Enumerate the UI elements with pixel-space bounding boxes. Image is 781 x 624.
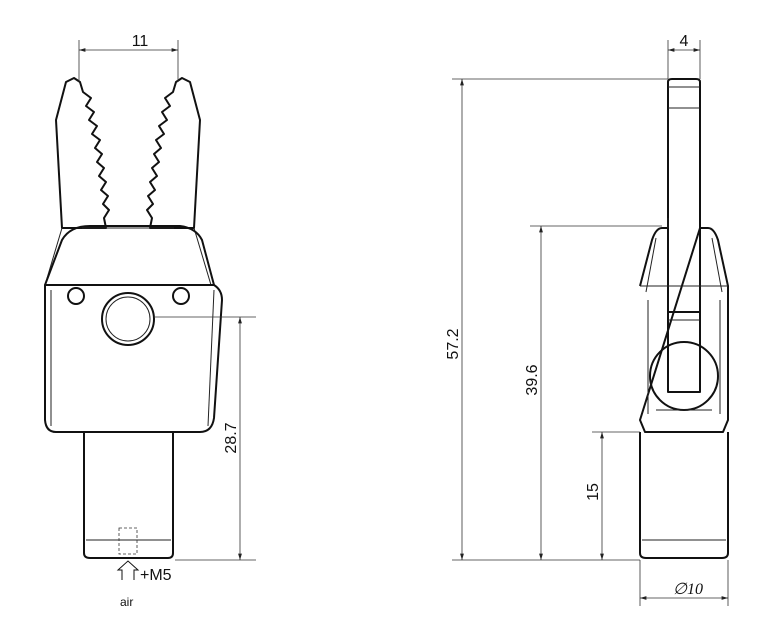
front-view <box>44 77 223 580</box>
dim-jaw-opening: 11 <box>132 33 149 50</box>
air-port-hidden <box>118 527 138 555</box>
right-jaw <box>146 77 201 229</box>
pivot-pin-outer <box>101 292 155 346</box>
side-view <box>639 78 729 559</box>
dim-jaw-thickness: 4 <box>680 33 689 50</box>
side-shank <box>639 432 729 559</box>
left-jaw <box>55 77 110 229</box>
dim-overall-length: 57.2 <box>445 328 462 359</box>
dim-pivot-height: 28.7 <box>223 422 240 453</box>
jaw-bar <box>667 78 701 313</box>
shank <box>83 432 174 559</box>
air-port-thread: +M5 <box>140 567 172 584</box>
dim-shank-length: 15 <box>585 483 602 501</box>
side-dimensions <box>452 40 729 606</box>
mounting-hole-left <box>67 287 85 305</box>
front-dimensions <box>78 40 256 561</box>
gripper-body <box>44 284 223 433</box>
side-body <box>639 227 729 433</box>
pivot-pin-inner <box>105 296 151 342</box>
air-port-medium: air <box>120 595 133 609</box>
body-cap <box>44 225 215 286</box>
dim-diameter: ∅10 <box>673 581 703 598</box>
air-arrow-icon <box>116 560 140 580</box>
dim-body-length: 39.6 <box>524 364 541 395</box>
mounting-hole-right <box>172 287 190 305</box>
side-pivot-outer <box>649 341 719 411</box>
